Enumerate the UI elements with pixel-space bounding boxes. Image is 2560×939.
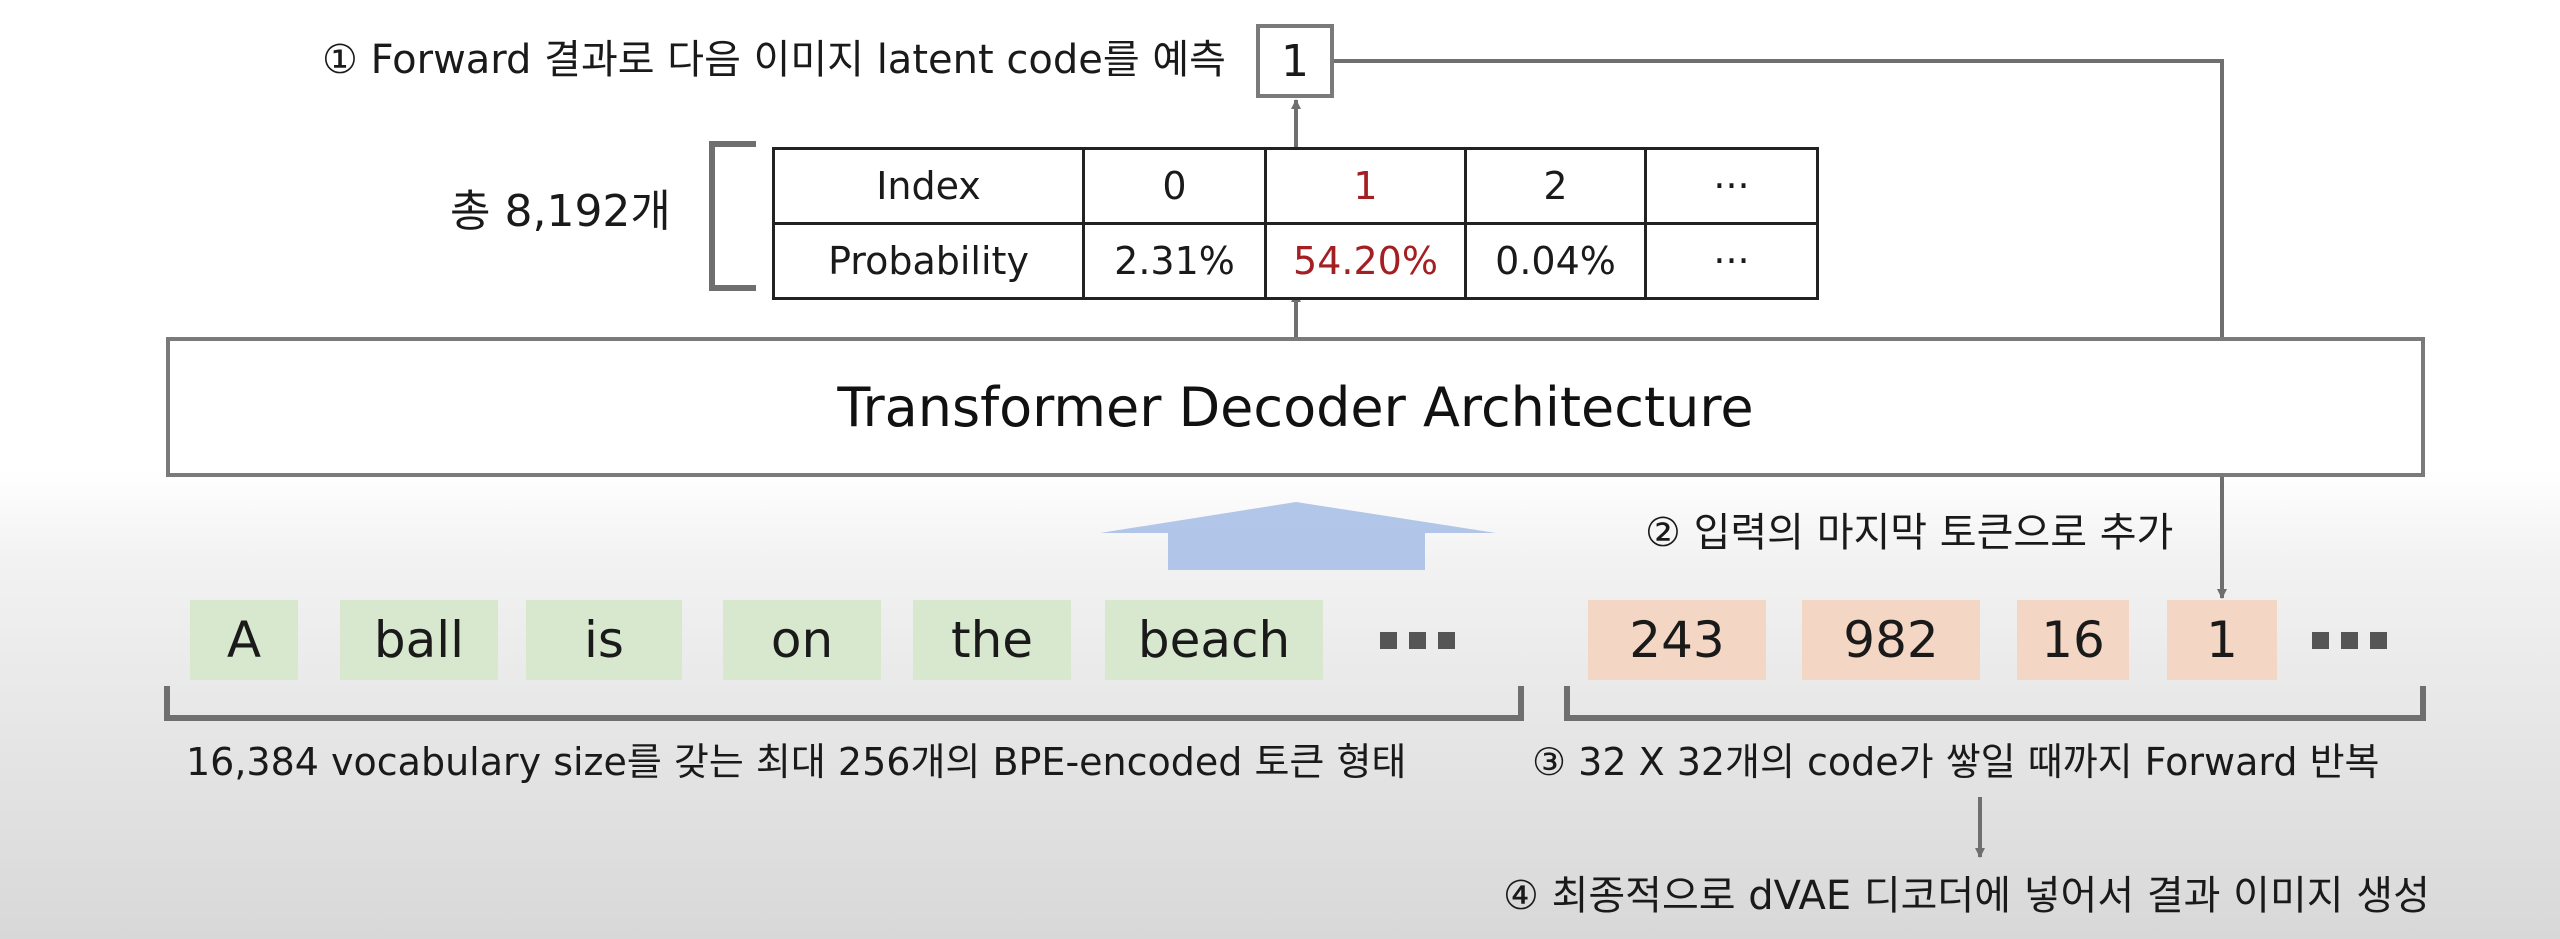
text-token: ball [340,600,498,680]
image-code-token: 982 [1802,600,1980,680]
row-header-index: Index [772,147,1085,225]
text-token: is [526,600,682,680]
index-cell: 0 [1082,147,1267,225]
probability-cell: 2.31% [1082,222,1267,300]
probability-cell: 0.04% [1464,222,1647,300]
bracket-image-tokens [1564,686,2426,721]
probability-cell-ellipsis: ··· [1644,222,1819,300]
index-cell-highlight: 1 [1264,147,1467,225]
image-token-ellipsis [2312,600,2387,680]
probability-cell-highlight: 54.20% [1264,222,1467,300]
step2-label: ② 입력의 마지막 토큰으로 추가 [1645,510,2174,556]
transformer-label: Transformer Decoder Architecture [837,375,1754,439]
bracket-table [709,141,756,291]
bracket-text-tokens [164,686,1524,721]
text-token: on [723,600,881,680]
text-token-ellipsis [1380,600,1455,680]
row-header-probability: Probability [772,222,1085,300]
input-up-arrow [1100,502,1496,570]
predicted-code-value: 1 [1281,35,1309,87]
index-cell: 2 [1464,147,1647,225]
step3-label: ③ 32 X 32개의 code가 쌓일 때까지 Forward 반복 [1532,740,2380,784]
text-token-caption: 16,384 vocabulary size를 갖는 최대 256개의 BPE-… [186,740,1407,784]
probability-table: Index 0 1 2 ··· Probability 2.31% 54.20%… [772,147,1819,300]
step4-label: ④ 최종적으로 dVAE 디코더에 넣어서 결과 이미지 생성 [1503,873,2430,919]
text-token: A [190,600,298,680]
image-code-token: 16 [2017,600,2129,680]
index-row: Index 0 1 2 ··· [772,147,1819,225]
image-code-token: 243 [1588,600,1766,680]
index-cell-ellipsis: ··· [1644,147,1819,225]
text-token: the [913,600,1071,680]
step1-label: ① Forward 결과로 다음 이미지 latent code를 예측 [322,37,1226,83]
transformer-decoder-box: Transformer Decoder Architecture [166,337,2425,477]
probability-row: Probability 2.31% 54.20% 0.04% ··· [772,222,1819,300]
total-count-label: 총 8,192개 [450,186,671,237]
predicted-code-box: 1 [1256,24,1334,98]
image-code-token-new: 1 [2167,600,2277,680]
text-token: beach [1105,600,1323,680]
